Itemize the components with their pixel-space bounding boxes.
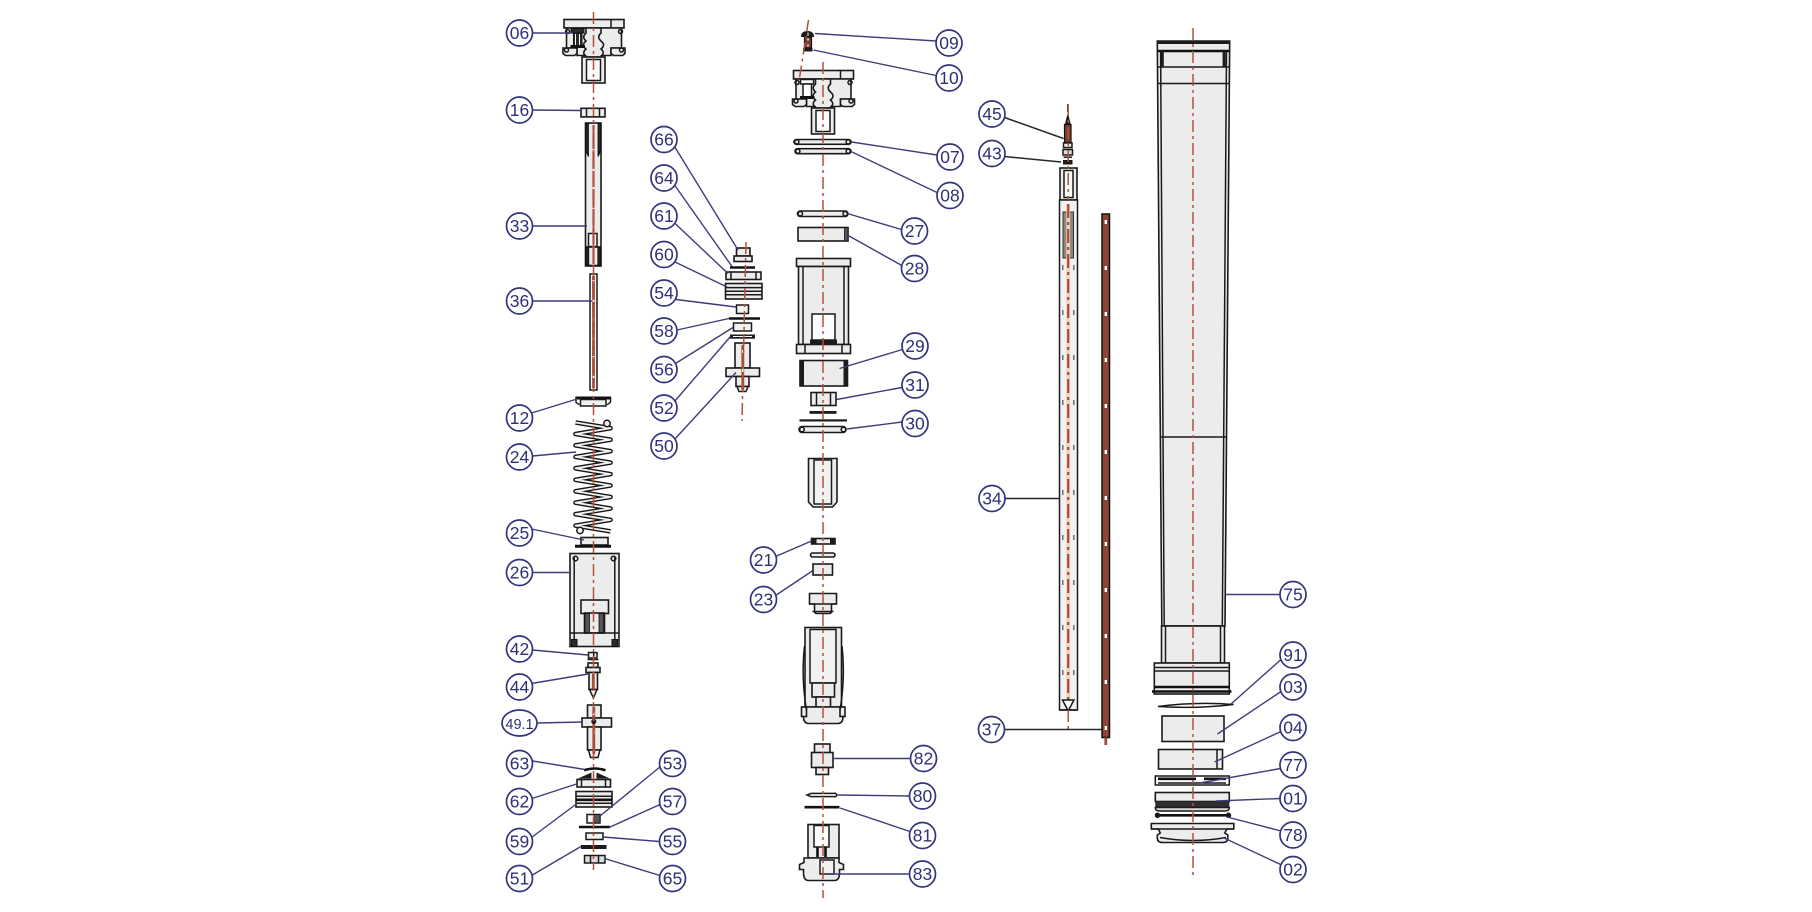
svg-text:44: 44 bbox=[510, 677, 530, 697]
svg-text:30: 30 bbox=[905, 414, 925, 434]
svg-text:43: 43 bbox=[982, 144, 1001, 164]
svg-text:50: 50 bbox=[654, 436, 674, 456]
svg-text:63: 63 bbox=[510, 754, 529, 774]
svg-text:82: 82 bbox=[914, 749, 933, 769]
svg-text:64: 64 bbox=[654, 168, 674, 188]
svg-text:34: 34 bbox=[982, 489, 1002, 509]
svg-text:10: 10 bbox=[939, 68, 959, 88]
svg-text:45: 45 bbox=[982, 104, 1001, 124]
svg-text:56: 56 bbox=[654, 360, 673, 380]
svg-text:55: 55 bbox=[663, 832, 682, 852]
svg-text:06: 06 bbox=[510, 23, 529, 43]
svg-text:26: 26 bbox=[510, 563, 529, 583]
svg-text:12: 12 bbox=[510, 408, 529, 428]
svg-text:58: 58 bbox=[654, 321, 673, 341]
svg-text:54: 54 bbox=[654, 283, 674, 303]
svg-text:02: 02 bbox=[1283, 860, 1302, 880]
svg-text:31: 31 bbox=[905, 375, 924, 395]
svg-text:04: 04 bbox=[1283, 718, 1303, 738]
svg-text:91: 91 bbox=[1283, 645, 1302, 665]
svg-text:59: 59 bbox=[510, 832, 529, 852]
svg-text:66: 66 bbox=[654, 130, 673, 150]
svg-text:57: 57 bbox=[663, 792, 682, 812]
svg-text:75: 75 bbox=[1283, 585, 1302, 605]
svg-text:42: 42 bbox=[510, 639, 529, 659]
svg-text:52: 52 bbox=[654, 398, 673, 418]
svg-text:61: 61 bbox=[654, 206, 673, 226]
svg-text:29: 29 bbox=[905, 336, 924, 356]
svg-text:65: 65 bbox=[663, 869, 682, 889]
svg-text:53: 53 bbox=[663, 754, 682, 774]
svg-text:36: 36 bbox=[510, 291, 529, 311]
svg-text:81: 81 bbox=[913, 826, 932, 846]
svg-text:51: 51 bbox=[510, 869, 529, 889]
svg-text:21: 21 bbox=[754, 550, 773, 570]
svg-text:25: 25 bbox=[510, 523, 529, 543]
svg-text:49.1: 49.1 bbox=[505, 717, 533, 733]
svg-text:83: 83 bbox=[913, 864, 932, 884]
svg-text:80: 80 bbox=[913, 786, 933, 806]
svg-text:24: 24 bbox=[510, 447, 530, 467]
svg-text:27: 27 bbox=[905, 221, 924, 241]
svg-text:62: 62 bbox=[510, 792, 529, 812]
svg-text:16: 16 bbox=[510, 100, 529, 120]
svg-text:07: 07 bbox=[940, 147, 959, 167]
svg-text:09: 09 bbox=[939, 33, 958, 53]
svg-text:33: 33 bbox=[510, 216, 529, 236]
svg-text:28: 28 bbox=[905, 259, 924, 279]
svg-text:03: 03 bbox=[1283, 677, 1302, 697]
svg-text:23: 23 bbox=[754, 590, 773, 610]
svg-text:60: 60 bbox=[654, 245, 674, 265]
svg-text:77: 77 bbox=[1283, 755, 1302, 775]
svg-text:01: 01 bbox=[1283, 789, 1302, 809]
svg-text:78: 78 bbox=[1283, 825, 1302, 845]
svg-text:37: 37 bbox=[982, 720, 1001, 740]
svg-text:08: 08 bbox=[940, 186, 959, 206]
